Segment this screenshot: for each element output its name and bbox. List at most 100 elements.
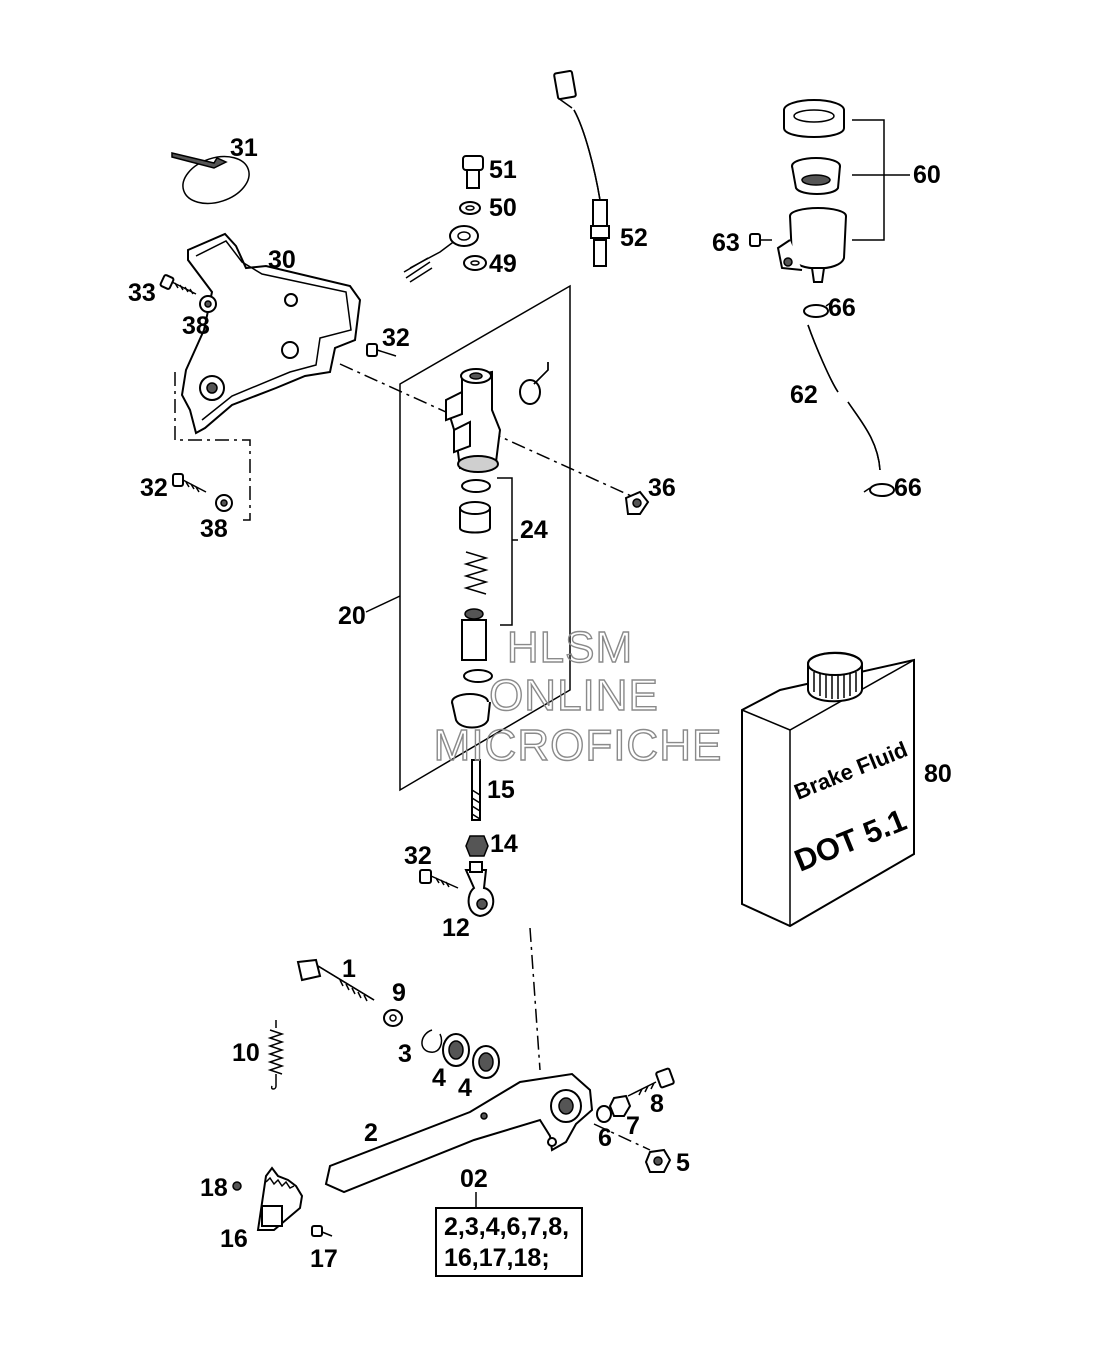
- label-33: 33: [128, 279, 156, 307]
- label-18: 18: [200, 1174, 228, 1202]
- label-66-lower: 66: [894, 474, 922, 502]
- nut-38-upper: [199, 295, 217, 313]
- master-cylinder-panel: [399, 284, 571, 792]
- piston: [461, 608, 487, 661]
- master-cylinder-body: [445, 368, 502, 473]
- clevis: [464, 861, 495, 918]
- label-1: 1: [342, 955, 356, 983]
- spring-10: [267, 1020, 285, 1090]
- brake-fluid-can: [741, 651, 915, 928]
- heel-guard: [180, 232, 362, 435]
- kit-contents-line2: 16,17,18;: [444, 1244, 550, 1272]
- label-4-right: 4: [458, 1074, 472, 1102]
- washer-9: [383, 1009, 403, 1027]
- piston-seal: [459, 501, 491, 534]
- hose-nipple: [519, 362, 549, 405]
- circlip: [463, 669, 493, 683]
- label-32-clevis: 32: [404, 842, 432, 870]
- label-4-left: 4: [432, 1064, 446, 1092]
- reservoir-body: [776, 207, 847, 283]
- label-36: 36: [648, 474, 676, 502]
- label-38-upper: 38: [182, 312, 210, 340]
- washer-50: [459, 201, 481, 215]
- assembly-line-guard: [174, 372, 251, 521]
- reservoir-cap: [783, 99, 845, 138]
- label-14: 14: [490, 830, 518, 858]
- label-50: 50: [489, 194, 517, 222]
- label-31: 31: [230, 134, 258, 162]
- boot: [451, 693, 491, 729]
- screw-17: [311, 1225, 333, 1237]
- nut-38-lower: [215, 494, 233, 512]
- leader-20: [365, 595, 401, 613]
- assembly-line-nut: [593, 1123, 651, 1151]
- pivot-bolt-1: [296, 958, 375, 1002]
- label-6: 6: [598, 1124, 612, 1152]
- label-49: 49: [489, 250, 517, 278]
- pedal-tip-16: [256, 1166, 304, 1231]
- label-15: 15: [487, 776, 515, 804]
- screw-63: [749, 233, 772, 247]
- label-20: 20: [338, 602, 366, 630]
- label-24: 24: [520, 516, 548, 544]
- kit-contents-line1: 2,3,4,6,7,8,: [444, 1213, 569, 1241]
- bolt-8: [627, 1067, 675, 1097]
- label-30: 30: [268, 246, 296, 274]
- spring: [463, 551, 489, 595]
- pin-18: [232, 1181, 242, 1191]
- bolt-32-lower: [172, 473, 207, 493]
- label-17: 17: [310, 1245, 338, 1273]
- bolt-32-upper: [366, 343, 397, 357]
- label-2: 2: [364, 1119, 378, 1147]
- clamp-66-upper: [803, 301, 833, 318]
- label-3: 3: [398, 1040, 412, 1068]
- watermark-line1: HLSM: [507, 623, 633, 672]
- label-9: 9: [392, 979, 406, 1007]
- bracket-24: [497, 477, 518, 626]
- assembly-line-pedal: [529, 927, 541, 1071]
- label-51: 51: [489, 156, 517, 184]
- bearing-4a: [442, 1033, 470, 1067]
- cable-tie: [171, 152, 250, 205]
- bolt-33: [159, 274, 197, 295]
- watermark-line2: ONLINE: [489, 671, 659, 720]
- bolt-32-clevis: [419, 869, 459, 889]
- push-rod: [471, 759, 481, 821]
- label-10: 10: [232, 1039, 260, 1067]
- brake-light-switch: [553, 69, 610, 267]
- nut-5: [644, 1148, 672, 1173]
- label-52: 52: [620, 224, 648, 252]
- o-ring: [461, 479, 491, 493]
- brake-pedal: [324, 1072, 594, 1194]
- label-7: 7: [626, 1112, 640, 1140]
- banjo-fitting: [403, 225, 479, 283]
- label-60: 60: [913, 161, 941, 189]
- nut-7: [608, 1094, 632, 1117]
- label-12: 12: [442, 914, 470, 942]
- bearing-4b: [472, 1045, 500, 1079]
- label-16: 16: [220, 1225, 248, 1253]
- circlip-3: [421, 1029, 443, 1053]
- label-66-upper: 66: [828, 294, 856, 322]
- label-5: 5: [676, 1149, 690, 1177]
- hose-62: [807, 324, 881, 471]
- washer-6: [596, 1105, 612, 1123]
- kit-box: [435, 1192, 583, 1277]
- nut-14: [465, 835, 489, 857]
- label-02: 02: [460, 1165, 488, 1193]
- clamp-66-lower: [863, 483, 895, 497]
- label-63: 63: [712, 229, 740, 257]
- label-80: 80: [924, 760, 952, 788]
- label-32-upper: 32: [382, 324, 410, 352]
- label-38-lower: 38: [200, 515, 228, 543]
- banjo-bolt-51: [462, 155, 484, 189]
- washer-49: [463, 255, 487, 271]
- nut-36: [624, 490, 650, 515]
- label-32-lower: 32: [140, 474, 168, 502]
- watermark-line3: MICROFICHE: [434, 721, 723, 770]
- reservoir-diaphragm: [791, 157, 841, 195]
- label-8: 8: [650, 1090, 664, 1118]
- label-62: 62: [790, 381, 818, 409]
- bracket-60: [852, 119, 885, 241]
